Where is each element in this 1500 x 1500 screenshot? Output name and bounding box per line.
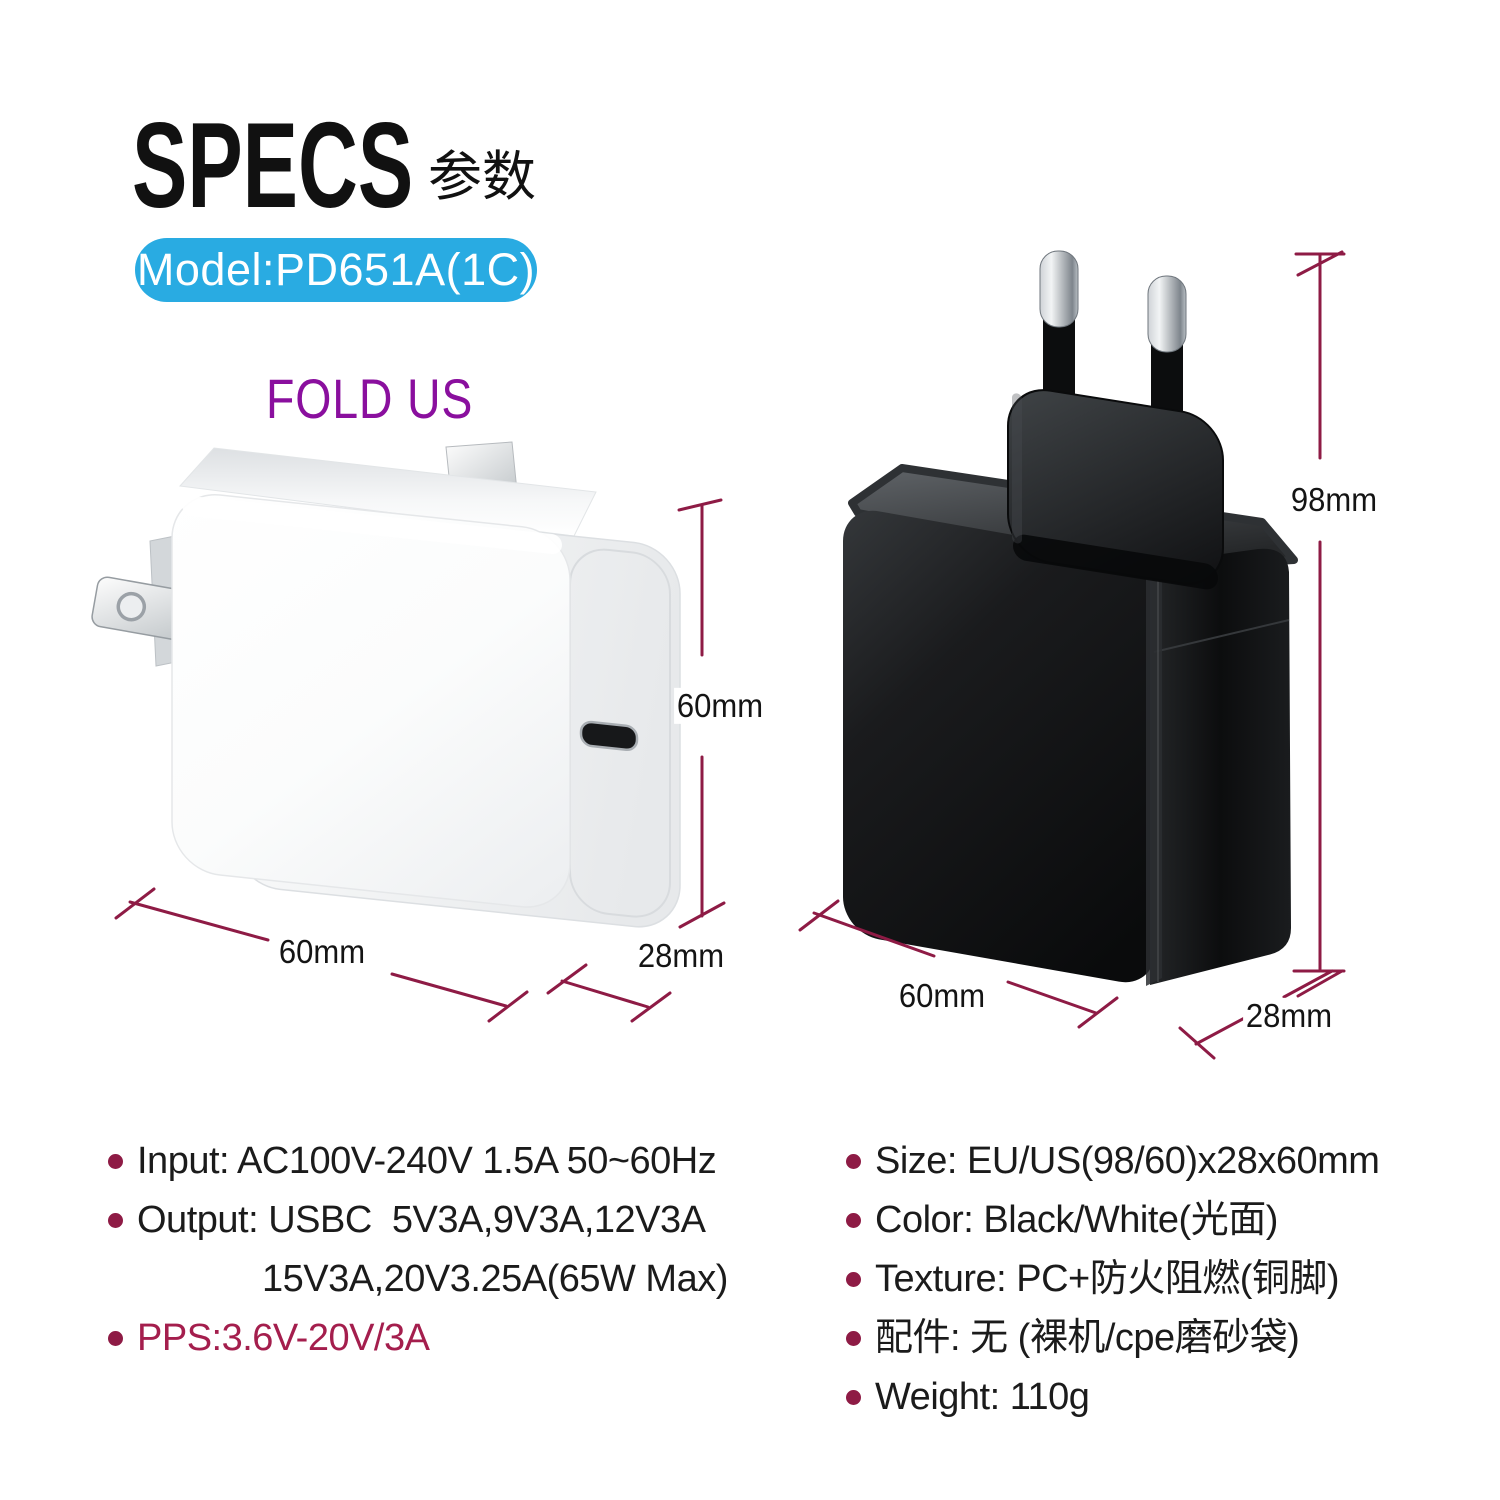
page-title: SPECS <box>132 97 414 233</box>
eu-pin-cap <box>1147 275 1187 353</box>
bullet-dot <box>846 1271 861 1287</box>
spec-row-texture: Texture: PC+防火阻燃(铜脚) <box>846 1257 1340 1301</box>
spec-text: Texture: PC+防火阻燃(铜脚) <box>875 1258 1340 1300</box>
spec-row-color: Color: Black/White(光面) <box>846 1198 1278 1242</box>
spec-row-accessories: 配件: 无 (裸机/cpe磨砂袋) <box>846 1316 1300 1360</box>
blade-hole <box>116 591 147 622</box>
bullet-dot <box>108 1153 123 1169</box>
spec-row-output: Output: USBC 5V3A,9V3A,12V3A <box>108 1198 706 1242</box>
black-charger-front-face <box>843 510 1155 983</box>
spec-row-output-continued: 15V3A,20V3.25A(65W Max) <box>262 1257 728 1301</box>
dim-label-black-height: 98mm <box>1288 481 1380 519</box>
dim-line-white-depth <box>546 963 672 1023</box>
bullet-dot <box>108 1330 123 1346</box>
model-badge: Model:PD651A(1C) <box>135 238 537 302</box>
spec-row-size: Size: EU/US(98/60)x28x60mm <box>846 1139 1380 1183</box>
bullet-dot <box>846 1153 861 1169</box>
black-charger-side-face <box>1150 548 1291 985</box>
spec-text: Input: AC100V-240V 1.5A 50~60Hz <box>137 1140 717 1182</box>
fold-us-label: FOLD US <box>266 367 474 430</box>
us-plug-blade <box>91 576 191 641</box>
eu-adapter-highlight <box>1012 393 1022 544</box>
dim-label-black-depth: 28mm <box>1243 997 1335 1035</box>
bullet-dot <box>846 1330 861 1346</box>
dim-label-white-depth: 28mm <box>635 937 727 975</box>
dim-label-white-height: 60mm <box>674 687 766 725</box>
dim-line-black-depth <box>1178 969 1334 1060</box>
black-charger-illustration <box>843 250 1298 986</box>
eu-adapter-bottom-lip <box>1013 534 1218 590</box>
white-charger-front-face <box>171 494 571 908</box>
dim-line-black-height <box>1292 250 1346 998</box>
usb-c-port <box>579 720 639 752</box>
page-title-chinese: 参数 <box>428 147 536 207</box>
dim-line-white-width <box>114 887 529 1023</box>
dim-line-black-width <box>798 899 1119 1029</box>
dim-label-white-width: 60mm <box>276 933 368 971</box>
spec-text: PPS:3.6V-20V/3A <box>137 1317 430 1359</box>
spec-text: Size: EU/US(98/60)x28x60mm <box>875 1140 1380 1182</box>
bullet-dot <box>108 1212 123 1228</box>
dim-line-white-height <box>677 498 726 929</box>
black-charger-edge-highlight <box>1146 560 1162 986</box>
spec-text: Output: USBC 5V3A,9V3A,12V3A <box>137 1199 706 1241</box>
spec-row-input: Input: AC100V-240V 1.5A 50~60Hz <box>108 1139 717 1183</box>
spec-text: 15V3A,20V3.25A(65W Max) <box>262 1258 728 1300</box>
spec-text: Weight: 110g <box>875 1376 1090 1418</box>
dim-label-black-width: 60mm <box>896 977 988 1015</box>
spec-text: 配件: 无 (裸机/cpe磨砂袋) <box>875 1317 1300 1359</box>
spec-text: Color: Black/White(光面) <box>875 1199 1278 1241</box>
spec-row-weight: Weight: 110g <box>846 1375 1090 1419</box>
eu-pin-cap <box>1039 250 1079 328</box>
white-charger-top-shine <box>182 496 562 554</box>
white-charger-illustration <box>91 441 681 928</box>
black-charger-side-seam <box>1153 619 1290 653</box>
bullet-dot <box>846 1212 861 1228</box>
model-badge-label: Model:PD651A(1C) <box>136 244 536 295</box>
bullet-dot <box>846 1389 861 1405</box>
spec-row-pps: PPS:3.6V-20V/3A <box>108 1316 430 1360</box>
